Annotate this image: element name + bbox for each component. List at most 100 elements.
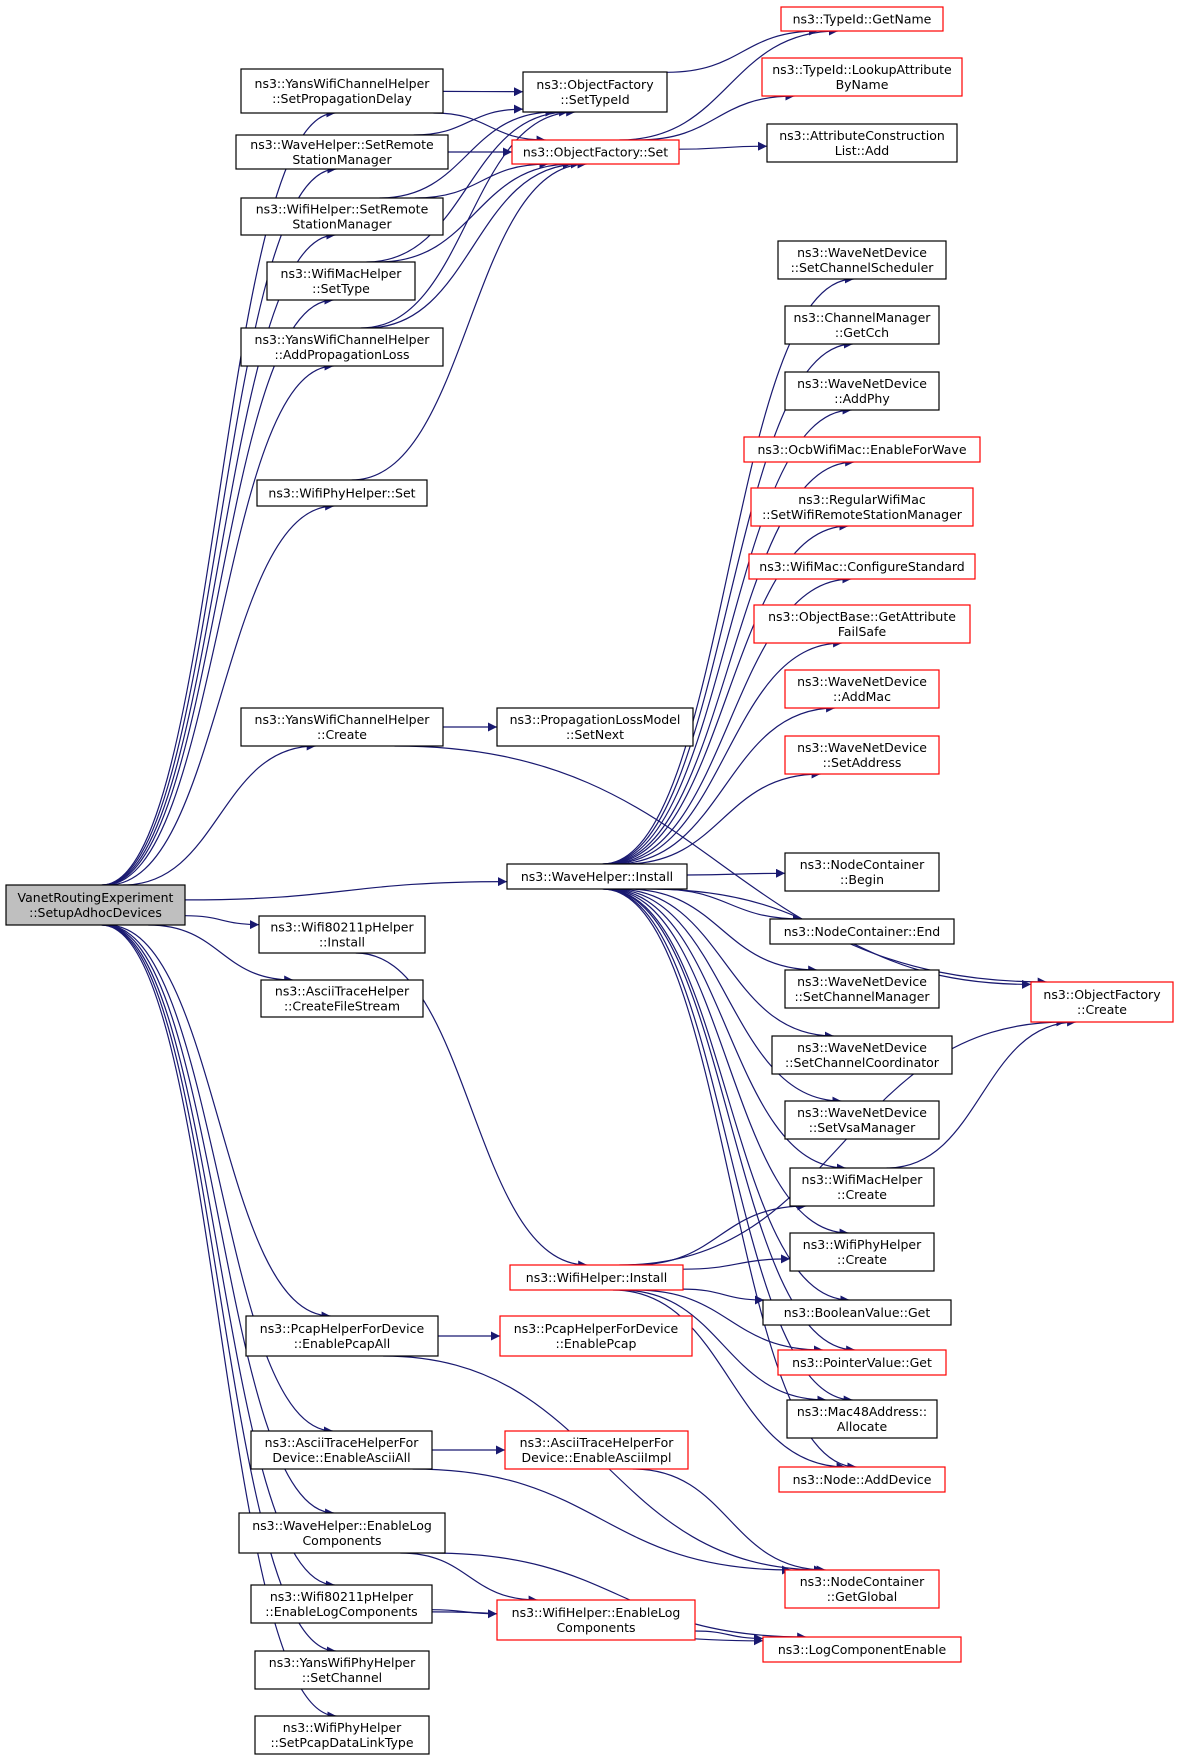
node-label: ns3::WifiMacHelper: [802, 1172, 924, 1187]
graph-node-r4[interactable]: ns3::WaveNetDevice::SetChannelScheduler: [777, 240, 947, 280]
graph-node-r11[interactable]: ns3::WaveNetDevice::AddMac: [784, 669, 940, 709]
graph-node-r9[interactable]: ns3::WifiMac::ConfigureStandard: [748, 553, 976, 580]
graph-node-n4[interactable]: ns3::WifiMacHelper::SetType: [266, 261, 416, 301]
graph-node-r5[interactable]: ns3::ChannelManager::GetCch: [784, 305, 940, 345]
graph-node-r21[interactable]: ns3::PointerValue::Get: [777, 1349, 947, 1376]
node-label: ::AddPropagationLoss: [274, 347, 409, 362]
graph-node-r15[interactable]: ns3::WaveNetDevice::SetChannelManager: [784, 969, 940, 1009]
edge-root-to-n4: [103, 295, 334, 886]
graph-node-r24[interactable]: ns3::NodeContainer::GetGlobal: [784, 1569, 940, 1609]
graph-node-r14[interactable]: ns3::NodeContainer::End: [769, 918, 955, 945]
graph-node-r22[interactable]: ns3::Mac48Address::Allocate: [786, 1399, 938, 1439]
edge-m4-to-r8: [605, 521, 849, 865]
edge-n5-to-m2: [366, 159, 580, 329]
graph-node-n12[interactable]: ns3::WaveHelper::EnableLogComponents: [238, 1512, 446, 1554]
node-label: ::SetVsaManager: [809, 1120, 916, 1135]
edge-n3-to-m1: [379, 107, 555, 199]
graph-node-n13[interactable]: ns3::Wifi80211pHelper::EnableLogComponen…: [250, 1584, 433, 1624]
graph-node-f1[interactable]: ns3::ObjectFactory::Create: [1030, 981, 1174, 1023]
node-box: [240, 197, 444, 236]
graph-node-m5[interactable]: ns3::WifiHelper::Install: [509, 1264, 684, 1291]
edge-m4-to-r6: [603, 405, 852, 865]
edge-r18-to-f1: [886, 1017, 1077, 1169]
graph-node-r23[interactable]: ns3::Node::AddDevice: [778, 1466, 946, 1493]
graph-node-m2[interactable]: ns3::ObjectFactory::Set: [511, 139, 680, 165]
edge-root-to-m4: [184, 877, 508, 901]
node-label: ns3::WifiPhyHelper: [803, 1237, 922, 1252]
graph-node-n1[interactable]: ns3::YansWifiChannelHelper::SetPropagati…: [240, 68, 444, 114]
node-box: [1030, 981, 1174, 1023]
graph-node-r18[interactable]: ns3::WifiMacHelper::Create: [789, 1167, 935, 1207]
node-label: ns3::YansWifiPhyHelper: [269, 1655, 416, 1670]
graph-node-r16[interactable]: ns3::WaveNetDevice::SetChannelCoordinato…: [771, 1035, 953, 1075]
node-label: FailSafe: [838, 624, 887, 639]
graph-node-r25[interactable]: ns3::LogComponentEnable: [762, 1636, 962, 1663]
graph-node-m1[interactable]: ns3::ObjectFactory::SetTypeId: [522, 71, 668, 113]
edge-m5-to-r22: [619, 1289, 827, 1405]
edge-root-to-n13: [102, 924, 335, 1590]
graph-node-n11[interactable]: ns3::AsciiTraceHelperForDevice::EnableAs…: [250, 1430, 433, 1470]
graph-node-n15[interactable]: ns3::WifiPhyHelper::SetPcapDataLinkType: [254, 1715, 430, 1755]
edge-n5-to-m1: [360, 107, 576, 329]
edge-m5-to-r21: [635, 1289, 824, 1355]
graph-node-m6[interactable]: ns3::PcapHelperForDevice::EnablePcap: [499, 1315, 693, 1357]
edge-m4-to-r11: [614, 703, 836, 865]
graph-node-r20[interactable]: ns3::BooleanValue::Get: [762, 1299, 952, 1326]
graph-node-r8[interactable]: ns3::RegularWifiMac::SetWifiRemoteStatio…: [750, 487, 974, 527]
graph-node-n10[interactable]: ns3::PcapHelperForDevice::EnablePcapAll: [245, 1315, 439, 1357]
node-label: ::Create: [1077, 1002, 1127, 1017]
node-label: ns3::RegularWifiMac: [798, 492, 926, 507]
graph-node-m7[interactable]: ns3::AsciiTraceHelperForDevice::EnableAs…: [504, 1430, 689, 1470]
graph-node-n6[interactable]: ns3::WifiPhyHelper::Set: [256, 479, 428, 507]
node-label: ns3::ObjectFactory::Set: [523, 145, 668, 160]
node-box: [780, 6, 944, 32]
node-box: [789, 1232, 935, 1272]
graph-node-n9[interactable]: ns3::AsciiTraceHelper::CreateFileStream: [260, 979, 424, 1018]
graph-node-m3[interactable]: ns3::PropagationLossModel::SetNext: [496, 707, 694, 747]
node-box: [784, 371, 940, 411]
node-label: ::SetPropagationDelay: [272, 91, 412, 106]
node-box: [250, 1584, 433, 1624]
edge-m8-to-r25: [694, 1630, 764, 1643]
node-label: ns3::WaveNetDevice: [797, 974, 927, 989]
node-label: ns3::WifiPhyHelper::Set: [268, 486, 415, 501]
edge-m4-to-r14: [657, 888, 802, 924]
graph-node-r7[interactable]: ns3::OcbWifiMac::EnableForWave: [743, 436, 981, 463]
node-label: ::SetChannelScheduler: [791, 260, 935, 275]
edge-m4-to-r16: [615, 888, 834, 1041]
node-label: ::Begin: [840, 872, 884, 887]
graph-node-r19[interactable]: ns3::WifiPhyHelper::Create: [789, 1232, 935, 1272]
node-label: StationManager: [292, 217, 392, 232]
graph-node-n14[interactable]: ns3::YansWifiPhyHelper::SetChannel: [254, 1650, 430, 1690]
graph-node-n7[interactable]: ns3::YansWifiChannelHelper::Create: [240, 707, 444, 747]
graph-node-n5[interactable]: ns3::YansWifiChannelHelper::AddPropagati…: [240, 327, 444, 367]
edge-m4-to-r15: [626, 888, 818, 975]
graph-node-r12[interactable]: ns3::WaveNetDevice::SetAddress: [784, 735, 940, 775]
edge-n1-to-m2: [433, 112, 546, 145]
node-label: ns3::AttributeConstruction: [779, 128, 945, 143]
graph-node-r13[interactable]: ns3::NodeContainer::Begin: [784, 852, 940, 892]
graph-node-m8[interactable]: ns3::WifiHelper::EnableLogComponents: [496, 1599, 696, 1641]
node-label: ::SetChannelManager: [794, 989, 930, 1004]
edge-root-to-n10: [106, 924, 331, 1321]
node-label: ns3::WaveNetDevice: [797, 376, 927, 391]
node-label: ::SetType: [312, 281, 370, 296]
node-label: VanetRoutingExperiment: [18, 890, 174, 905]
graph-node-r17[interactable]: ns3::WaveNetDevice::SetVsaManager: [784, 1100, 940, 1140]
graph-node-root[interactable]: VanetRoutingExperiment::SetupAdhocDevice…: [5, 884, 186, 926]
node-box: [254, 1715, 430, 1755]
graph-node-r6[interactable]: ns3::WaveNetDevice::AddPhy: [784, 371, 940, 411]
node-label: ns3::WaveHelper::SetRemote: [250, 137, 434, 152]
graph-node-m4[interactable]: ns3::WaveHelper::Install: [506, 863, 688, 890]
node-box: [266, 261, 416, 301]
node-label: ns3::WaveNetDevice: [797, 740, 927, 755]
graph-node-n8[interactable]: ns3::Wifi80211pHelper::Install: [258, 915, 426, 954]
node-box: [769, 918, 955, 945]
node-label: ns3::YansWifiChannelHelper: [255, 712, 431, 727]
graph-node-r1[interactable]: ns3::TypeId::GetName: [780, 6, 944, 32]
